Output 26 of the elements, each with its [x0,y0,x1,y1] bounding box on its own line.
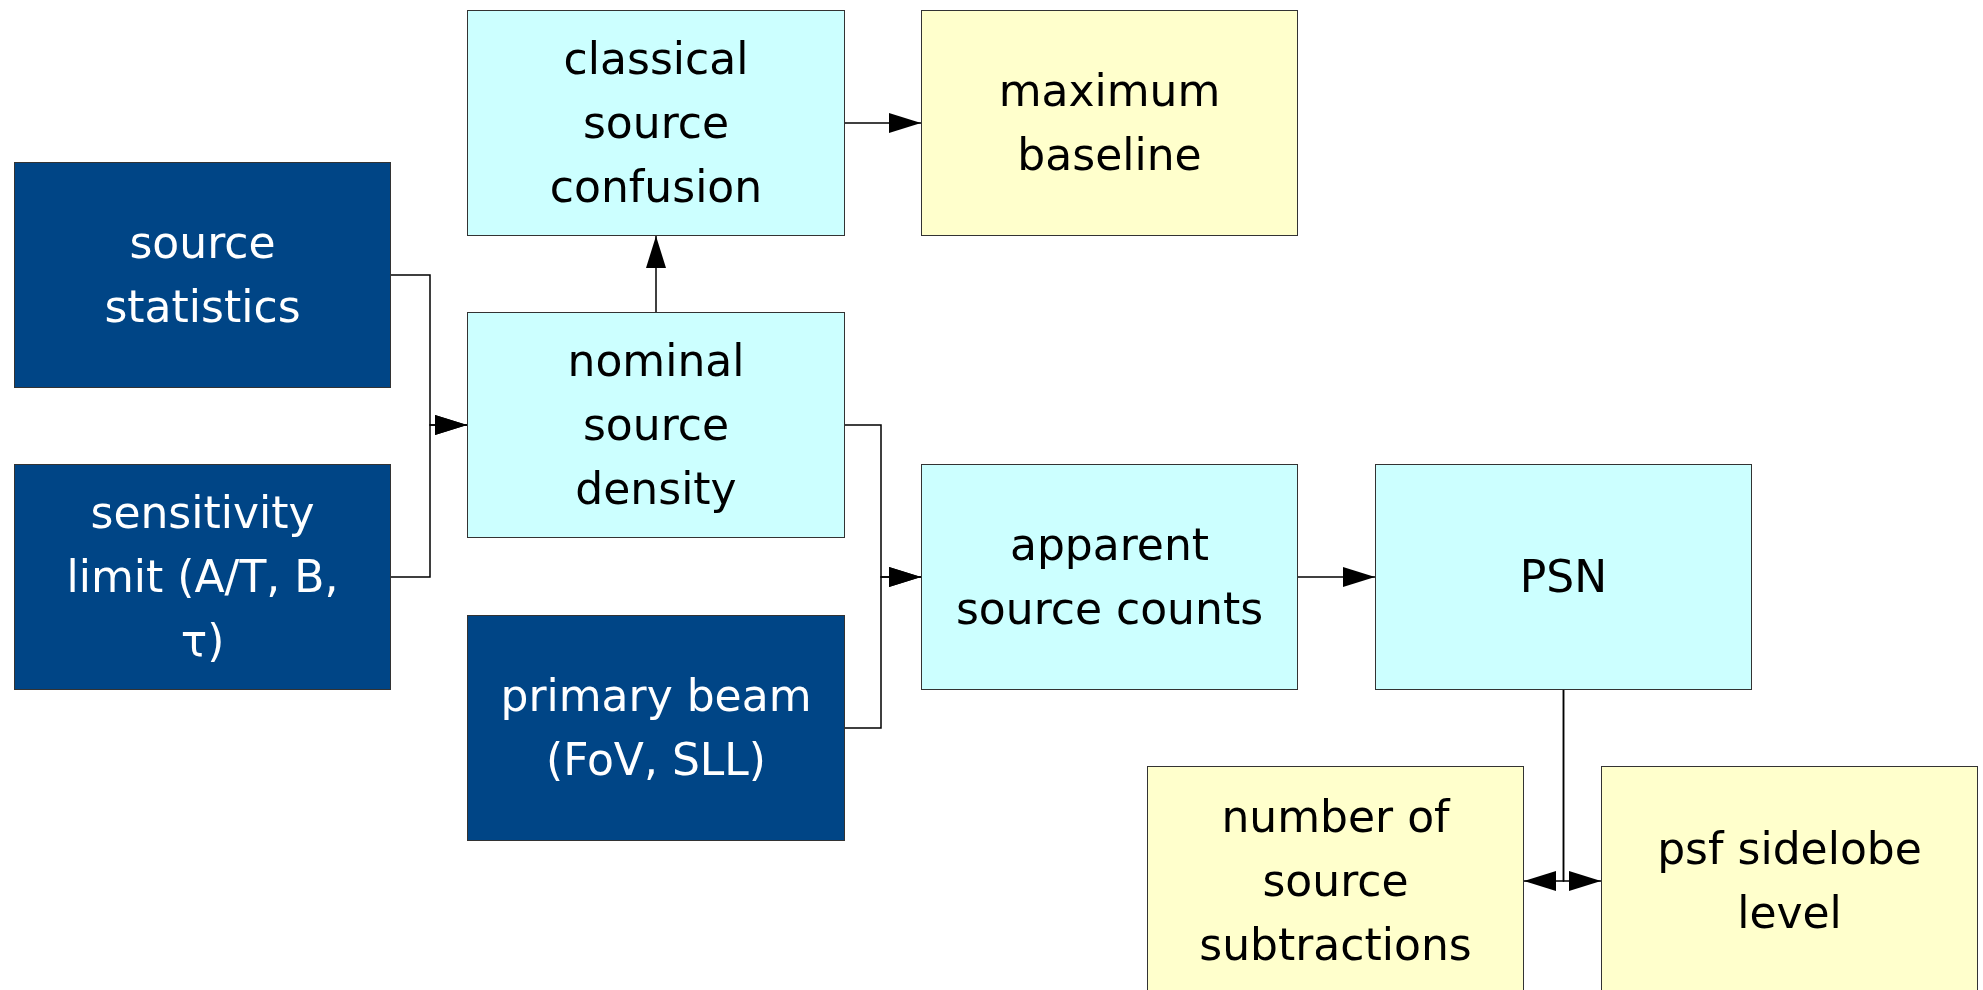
arrow [1562,689,1602,891]
process-box [467,10,845,236]
arrow [1297,567,1376,587]
process-box [921,464,1298,690]
arrow [844,567,922,729]
box-label: source statistics [103,216,302,334]
arrow [646,235,666,313]
process-box [467,312,845,538]
process-box [14,464,391,690]
box-label: PSN [1519,550,1608,604]
process-box [921,10,1298,236]
box-label: number of source subtractions [1198,790,1473,972]
process-box [1601,766,1978,990]
box-label: psf sidelobe level [1656,822,1923,940]
box-label: maximum baseline [997,64,1222,182]
arrow [390,415,468,578]
arrow [844,113,922,133]
process-box [1375,464,1752,690]
process-box [14,162,391,388]
process-box [1147,766,1524,990]
box-label: sensitivity limit (A/T, B, τ) [65,486,340,668]
box-label: apparent source counts [954,518,1265,636]
box-label: nominal source density [566,334,746,516]
box-label: classical source confusion [548,32,764,214]
box-label: primary beam (FoV, SLL) [499,669,813,787]
process-box [467,615,845,841]
